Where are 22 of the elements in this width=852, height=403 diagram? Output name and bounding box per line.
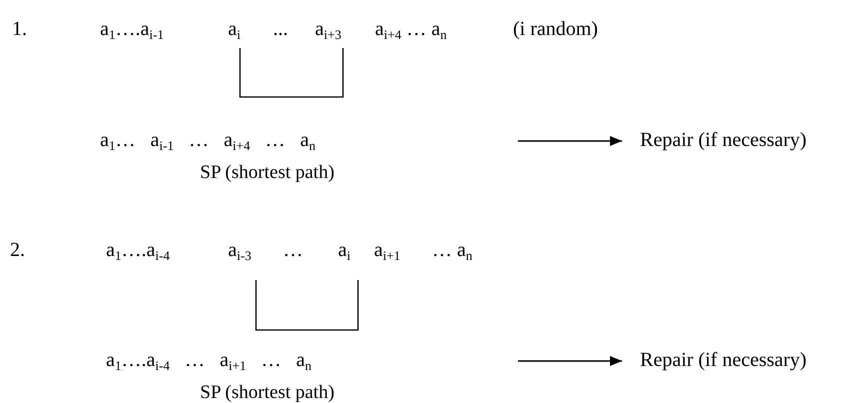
sequence-text: a$_{i+4}$ … a$_{n}$ xyxy=(375,17,447,41)
sequence-text: a$_{i+1}$ xyxy=(374,238,400,262)
sequence-text: a$_{1}$… a$_{i-1}$ … a$_{i+4}$ … a$_{n}$ xyxy=(100,128,316,152)
ellipsis: ... xyxy=(273,17,288,41)
step-number: 1. xyxy=(12,17,27,41)
sequence-text: a$_{1}$….a$_{i-1}$ xyxy=(100,17,164,41)
step-number: 2. xyxy=(10,238,25,262)
sequence-text: a$_{1}$….a$_{i-4}$ … a$_{i+1}$ … a$_{n}$ xyxy=(106,348,312,372)
sequence-text: a$_{i}$ xyxy=(338,238,351,262)
caption-text: SP (shortest path) xyxy=(200,162,334,184)
sequence-text: a$_{1}$….a$_{i-4}$ xyxy=(106,238,170,262)
ellipsis: … xyxy=(283,238,303,262)
arrow xyxy=(518,356,622,366)
sequence-text: a$_{i-3}$ xyxy=(228,238,252,262)
sequence-text: a$_{i}$ xyxy=(228,17,241,41)
caption-text: SP (shortest path) xyxy=(200,382,334,403)
note-text: (i random) xyxy=(513,17,598,41)
result-text: Repair (if necessary) xyxy=(622,128,850,152)
sequence-text: a$_{i+3}$ xyxy=(315,17,342,41)
arrow xyxy=(518,136,622,146)
result-text: Repair (if necessary) xyxy=(622,348,850,372)
sequence-text: … a$_{n}$ xyxy=(432,238,472,262)
